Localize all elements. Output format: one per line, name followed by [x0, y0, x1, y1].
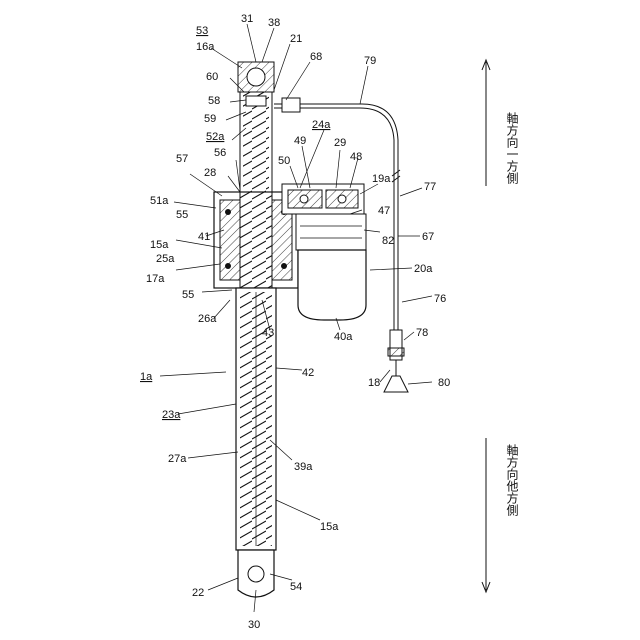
label-60: 60 — [206, 71, 218, 83]
label-78: 78 — [416, 327, 428, 339]
label-16a: 16a — [196, 41, 215, 53]
label-57: 57 — [176, 153, 188, 165]
label-79: 79 — [364, 55, 376, 67]
label-29: 29 — [334, 137, 346, 149]
label-24a: 24a — [312, 119, 331, 131]
label-76: 76 — [434, 293, 446, 305]
label-50: 50 — [278, 155, 290, 167]
label-25a: 25a — [156, 253, 175, 265]
label-31: 31 — [241, 13, 253, 25]
label-21: 21 — [290, 33, 302, 45]
label-52a: 52a — [206, 131, 225, 143]
label-67: 67 — [422, 231, 434, 243]
label-40a: 40a — [334, 331, 353, 343]
bottom-mount-eye — [238, 550, 274, 597]
label-26a: 26a — [198, 313, 217, 325]
upper-screw-section — [240, 92, 272, 192]
label-47: 47 — [378, 205, 390, 217]
label-48: 48 — [350, 151, 362, 163]
label-15a-upper: 15a — [150, 239, 169, 251]
label-18: 18 — [368, 377, 380, 389]
label-41: 41 — [198, 231, 210, 243]
label-39a: 39a — [294, 461, 313, 473]
label-15a: 15a — [320, 521, 339, 533]
label-68: 68 — [310, 51, 322, 63]
label-43: 43 — [262, 327, 274, 339]
label-27a: 27a — [168, 453, 187, 465]
label-23a: 23a — [162, 409, 181, 421]
label-22: 22 — [192, 587, 204, 599]
label-80: 80 — [438, 377, 450, 389]
direction-arrows — [482, 60, 490, 592]
label-58: 58 — [208, 95, 220, 107]
label-82: 82 — [382, 235, 394, 247]
direction-one-side-label: 軸方向一方側 — [505, 112, 519, 184]
label-54: 54 — [290, 581, 302, 593]
label-17a: 17a — [146, 273, 165, 285]
label-53: 53 — [196, 25, 208, 37]
direction-other-side-label: 軸方向他方側 — [505, 444, 519, 516]
label-77: 77 — [424, 181, 436, 193]
label-28: 28 — [204, 167, 216, 179]
label-55-upper: 55 — [176, 209, 188, 221]
label-20a: 20a — [414, 263, 433, 275]
label-51a: 51a — [150, 195, 169, 207]
label-49: 49 — [294, 135, 306, 147]
label-19a: 19a — [372, 173, 391, 185]
label-59: 59 — [204, 113, 216, 125]
label-1a: 1a — [140, 371, 153, 383]
label-56: 56 — [214, 147, 226, 159]
top-mount-eye — [238, 62, 274, 92]
label-38: 38 — [268, 17, 280, 29]
label-42: 42 — [302, 367, 314, 379]
label-30: 30 — [248, 619, 260, 631]
motor-housing — [298, 250, 366, 320]
label-55-lower: 55 — [182, 289, 194, 301]
